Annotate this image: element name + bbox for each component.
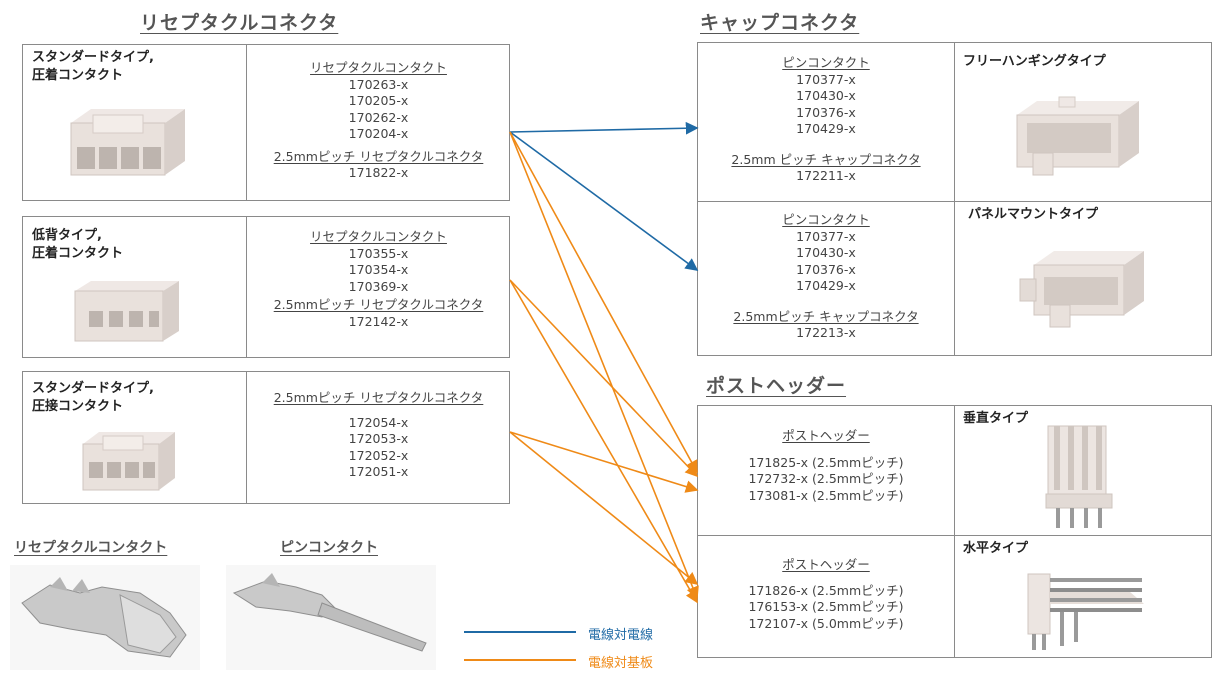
legend-lines: [464, 631, 576, 661]
part-number: 170429-x: [796, 121, 856, 136]
group-heading: リセプタクルコンタクト: [310, 229, 447, 244]
part-number: 172054-x: [348, 414, 409, 430]
panel-mount-cap-image: [1019, 251, 1144, 328]
part-number: 170430-x: [796, 245, 856, 260]
part-number: 171826-x (2.5mmピッチ): [748, 582, 904, 598]
type-label-line2: 圧接コンタクト: [32, 399, 124, 414]
free-hanging-cap-image: [1016, 96, 1139, 176]
idc-connector-image: [82, 432, 175, 491]
part-number: 170376-x: [796, 261, 856, 277]
receptacle-box-low-profile-crimp: 低背タイプ, 圧着コンタクト リセプタクルコンタクト 170355-x 1703…: [22, 216, 510, 358]
receptacle-contact-image: [10, 565, 200, 670]
group-heading: 2.5mm ピッチ キャップコネクタ: [731, 151, 921, 167]
type-label: 水平タイプ: [963, 541, 1029, 556]
part-number: 170376-x: [796, 104, 856, 120]
pin-contact-title: ピンコンタクト: [280, 540, 378, 556]
type-label: 垂直タイプ: [963, 411, 1029, 426]
group-heading: ポストヘッダー: [782, 428, 870, 443]
part-number: 170369-x: [348, 278, 409, 294]
part-number: 173081-x (2.5mmピッチ): [748, 487, 904, 503]
part-number: 172213-x: [796, 325, 856, 340]
part-number: 171822-x: [348, 165, 409, 180]
type-label-line2: 圧着コンタクト: [32, 68, 124, 83]
receptacle-box-standard-crimp: スタンダードタイプ, 圧着コンタクト リセプタクルコンタクト 170263-x …: [22, 44, 510, 201]
group-heading: 2.5mmピッチ キャップコネクタ: [733, 308, 919, 324]
part-number: 170263-x: [348, 76, 409, 92]
group-heading: ピンコンタクト: [782, 55, 870, 70]
part-number: 170429-x: [796, 278, 856, 293]
legend-wire-to-board-label: 電線対基板: [588, 656, 654, 671]
part-number: 170354-x: [348, 262, 409, 277]
part-number: 172107-x (5.0mmピッチ): [748, 615, 904, 631]
type-label-line1: スタンダードタイプ,: [32, 50, 154, 65]
wire-to-board-arrow: [509, 131, 699, 600]
receptacle-contact-title: リセプタクルコンタクト: [14, 540, 168, 556]
legend-wire-to-wire-label: 電線対電線: [588, 628, 654, 643]
part-number: 170204-x: [348, 126, 409, 141]
horizontal-post-header-image: [1027, 573, 1144, 650]
part-number: 172211-x: [796, 168, 856, 183]
wire-to-board-arrow: [509, 279, 699, 478]
cap-section-title: キャップコネクタ: [700, 12, 860, 34]
part-number: 172053-x: [348, 431, 409, 446]
part-number: 170377-x: [796, 228, 856, 244]
part-number: 176153-x (2.5mmピッチ): [748, 599, 904, 614]
wire-to-board-arrow: [509, 279, 698, 604]
wire-to-board-arrow: [509, 131, 698, 474]
wire-to-wire-arrow: [509, 121, 699, 135]
post-header-box: ポストヘッダー 171825-x (2.5mmピッチ) 172732-x (2.…: [697, 405, 1212, 658]
wire-to-board-arrow: [509, 431, 699, 493]
group-heading: リセプタクルコンタクト: [310, 60, 447, 75]
type-label-line2: 圧着コンタクト: [32, 246, 124, 261]
group-heading: 2.5mmピッチ リセプタクルコネクタ: [273, 148, 484, 164]
receptacle-connector-image: [70, 109, 185, 176]
receptacle-section-title: リセプタクルコネクタ: [140, 12, 339, 34]
wire-to-board-arrow: [509, 431, 699, 586]
group-heading: ピンコンタクト: [782, 212, 870, 227]
part-number: 172051-x: [348, 464, 409, 479]
type-label: フリーハンギングタイプ: [963, 54, 1106, 69]
part-number: 170377-x: [796, 71, 856, 87]
part-number: 170205-x: [348, 93, 409, 108]
group-heading: 2.5mmピッチ リセプタクルコネクタ: [273, 297, 484, 312]
type-label-line1: スタンダードタイプ,: [32, 381, 154, 396]
vertical-post-header-image: [1045, 425, 1113, 528]
part-number: 172732-x (2.5mmピッチ): [748, 471, 904, 486]
low-profile-connector-image: [74, 281, 179, 342]
part-number: 171825-x (2.5mmピッチ): [748, 454, 904, 470]
group-heading: 2.5mmピッチ リセプタクルコネクタ: [273, 390, 484, 405]
part-number: 170355-x: [348, 245, 409, 261]
part-number: 172052-x: [348, 447, 409, 463]
part-number: 170262-x: [348, 109, 409, 125]
type-label-line1: 低背タイプ,: [32, 228, 102, 243]
part-number: 172142-x: [348, 313, 409, 329]
pin-contact-image: [226, 565, 436, 670]
post-section-title: ポストヘッダー: [706, 375, 847, 397]
group-heading: ポストヘッダー: [782, 557, 870, 572]
type-label: パネルマウントタイプ: [968, 207, 1099, 222]
cap-connector-box: ピンコンタクト 170377-x 170430-x 170376-x 17042…: [697, 42, 1212, 356]
receptacle-box-standard-idc: スタンダードタイプ, 圧接コンタクト 2.5mmピッチ リセプタクルコネクタ 1…: [22, 371, 510, 504]
wire-to-wire-arrow: [509, 131, 699, 271]
part-number: 170430-x: [796, 88, 856, 103]
